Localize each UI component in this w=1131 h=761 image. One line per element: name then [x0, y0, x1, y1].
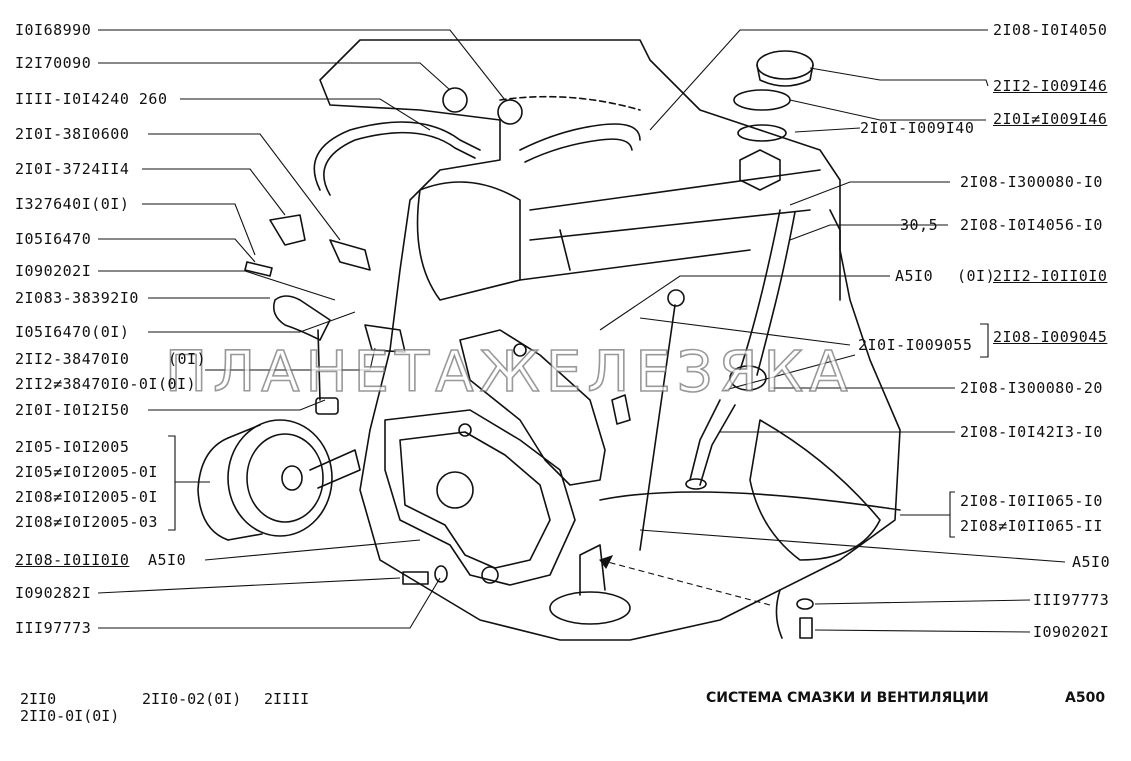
part-label: 2I083-38392I0	[15, 289, 139, 307]
part-label: 2I08-I0II065-I0	[960, 492, 1103, 510]
hose-long	[313, 121, 481, 191]
page-code: A500	[1065, 690, 1106, 706]
part-label: 2I08-I0I4050	[993, 21, 1108, 39]
part-label: 2I05-I0I2005	[15, 438, 130, 456]
watermark: ПЛАНЕТАЖЕЛЕЗЯКА	[164, 339, 854, 406]
part-label: I05I6470(0I)	[15, 323, 130, 341]
vent-hose-right	[739, 209, 781, 371]
model-code: 2IIII	[264, 690, 310, 708]
filler-cap	[756, 50, 814, 80]
bolt	[244, 261, 273, 277]
part-label: (0I)	[168, 350, 207, 368]
sensor-2	[329, 239, 371, 271]
part-label: 2I08≠I0I2005-0I	[15, 488, 158, 506]
part-label: 2I08-I0I42I3-I0	[960, 423, 1103, 441]
model-code: 2II0-0I(0I)	[20, 707, 120, 725]
part-label: 2I08-I300080-20	[960, 379, 1103, 397]
part-label: 30,5	[900, 216, 939, 234]
part-label: 2I08-I009045	[993, 328, 1108, 346]
part-label: I090202I	[15, 262, 92, 280]
part-label: 2I0I≠I009I46	[993, 110, 1108, 128]
part-label: A5I0	[1072, 553, 1111, 571]
part-label: 2I08≠I0II065-II	[960, 517, 1103, 535]
oil-pickup	[549, 591, 631, 625]
model-code: 2II0	[20, 690, 57, 708]
part-label: 2I0I-I0I2I50	[15, 401, 130, 419]
engine-block-outline	[319, 39, 901, 641]
part-label: I090202I	[1033, 623, 1110, 641]
part-label: 2I0I-I009055	[858, 336, 973, 354]
part-label: 2I0I-3724II4	[15, 160, 130, 178]
part-label: 2II2≠38470I0-0I(0I)	[15, 375, 197, 393]
part-label: I327640I(0I)	[15, 195, 130, 213]
part-label: (0I)	[957, 267, 996, 285]
part-label: A5I0	[148, 551, 187, 569]
part-label: III97773	[1033, 591, 1110, 609]
part-label: I090282I	[15, 584, 92, 602]
part-label: IIII-I0I4240 260	[15, 90, 168, 108]
part-label: 2I05≠I0I2005-0I	[15, 463, 158, 481]
part-label: 2I0I-I009I40	[860, 119, 975, 137]
part-label: 2I0I-38I0600	[15, 125, 130, 143]
part-label: I05I6470	[15, 230, 92, 248]
part-label: III97773	[15, 619, 92, 637]
oil-filter-face	[227, 419, 333, 537]
part-label: 2I08-I300080-I0	[960, 173, 1103, 191]
oil-pump-housing	[384, 409, 576, 586]
part-label: 2I08≠I0I2005-03	[15, 513, 158, 531]
model-code: 2II0-02(0I)	[142, 690, 242, 708]
part-label: 2I08-I0I4056-I0	[960, 216, 1103, 234]
part-label: 2II2-I0II0I0	[993, 267, 1108, 285]
diagram-title: СИСТЕМА СМАЗКИ И ВЕНТИЛЯЦИИ	[706, 690, 989, 706]
part-label: 2II2-I009I46	[993, 77, 1108, 95]
clamp-1	[442, 87, 468, 113]
part-label: I2I70090	[15, 54, 92, 72]
part-label: 2II2-38470I0	[15, 350, 130, 368]
part-label: I0I68990	[15, 21, 92, 39]
part-label: A5I0	[895, 267, 934, 285]
dipstick	[639, 304, 676, 551]
hose-vent	[519, 123, 641, 151]
sensor-1	[269, 214, 306, 246]
pressure-switch	[272, 295, 331, 341]
part-label: 2I08-I0II0I0	[15, 551, 130, 569]
clamp-2	[497, 99, 523, 125]
